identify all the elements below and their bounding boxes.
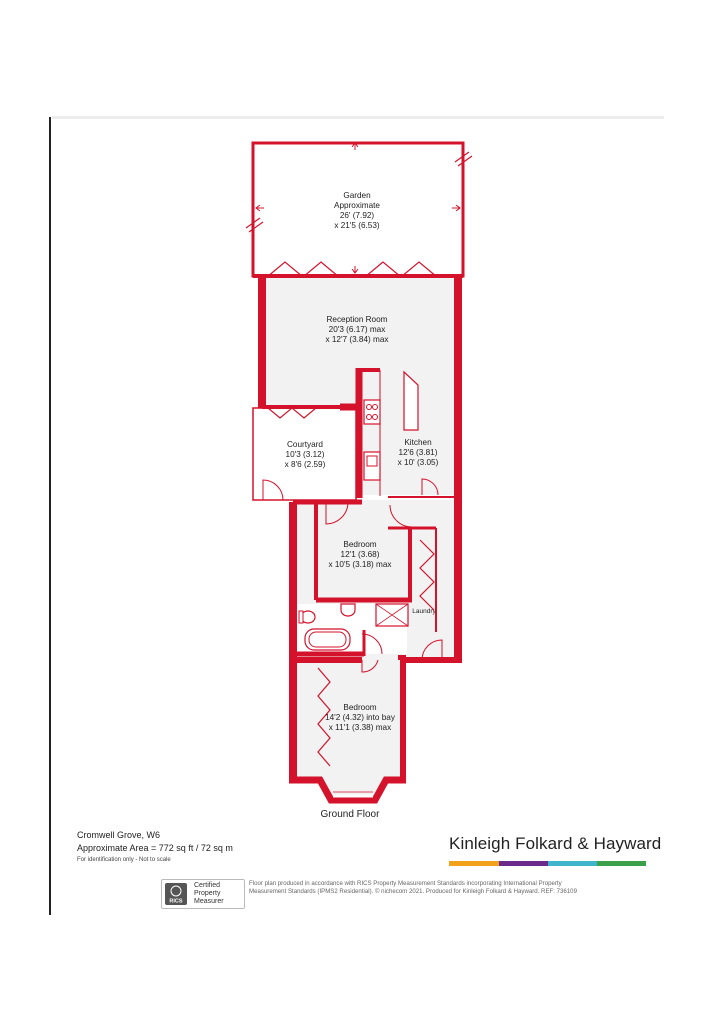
brand-bar-purple [499,861,548,866]
bifold-door-courtyard [267,407,317,419]
rics-logo-text: RICS [169,899,182,905]
bifold-door-right [364,261,438,278]
bathtub-icon [304,628,351,651]
bathroom [297,603,443,661]
approximate-area: Approximate Area = 772 sq ft / 72 sq m [77,843,233,853]
bedroom-two [289,657,406,804]
laundry-cupboard-doors [419,539,435,611]
laundry-label: Laundry [412,608,436,615]
rics-badge: RICS Certified Property Measurer [161,879,245,909]
arrow-left-icon [255,204,264,212]
garden-dimension-2: x 21'5 (6.53) [334,221,380,230]
door-swing-icon [389,504,413,528]
left-divider [49,117,51,915]
bedroom-one-dimension-2: x 10'5 (3.18) max [329,560,392,569]
kitchen-island [403,370,419,431]
hob-icon [363,399,381,425]
door-swing-icon [361,633,383,655]
rics-certification-text: Certified Property Measurer [194,882,224,905]
reception-dimension-1: 20'3 (6.17) max [329,325,386,334]
arrow-up-icon [351,142,359,150]
wardrobe-doors [317,667,331,767]
property-address: Cromwell Grove, W6 [77,830,161,840]
reception-dimension-2: x 12'7 (3.84) max [326,335,389,344]
bedroom-two-dimension-2: x 11'1 (3.38) max [329,723,391,732]
door-swing-icon [262,479,284,501]
bifold-door-left [266,261,340,278]
identification-note: For identification only - Not to scale [77,857,171,863]
bedroom-two-dimension-1: 14'2 (4.32) into bay [325,713,396,722]
rics-footnote: Floor plan produced in accordance with R… [249,880,577,895]
garden-label-line2: Approximate [334,201,380,210]
courtyard-dimension-2: x 8'6 (2.59) [285,460,326,469]
door-swing-icon [325,502,349,525]
arrow-right-icon [452,204,461,212]
garden-dimension-1: 26' (7.92) [340,211,375,220]
kitchen-label: Kitchen [404,438,432,447]
kitchen-dimension-1: 12'6 (3.81) [399,448,438,457]
kitchen-dimension-2: x 10' (3.05) [398,458,439,467]
bedroom-one [314,502,437,632]
basin-icon [340,603,356,617]
garden-area [245,141,473,278]
courtyard-label: Courtyard [287,440,323,449]
bedroom-one-label: Bedroom [343,540,376,549]
agent-brand-name: Kinleigh Folkard & Hayward [449,834,662,853]
brand-bar-green [597,861,646,866]
courtyard-dimension-1: 10'3 (3.12) [286,450,325,459]
top-divider [52,116,664,119]
door-swing-icon [421,478,439,496]
floor-label: Ground Floor [321,809,381,820]
garden-label: Garden [343,191,371,200]
brand-bar-orange [449,861,499,866]
door-swing-icon [361,659,379,673]
break-mark-right [454,151,473,167]
courtyard [252,403,360,501]
arrow-down-icon [351,266,359,274]
rics-logo-icon: RICS [165,883,187,905]
reception-label: Reception Room [327,315,388,324]
door-swing-icon [421,639,443,661]
bedroom-two-label: Bedroom [343,703,376,712]
break-mark-left [245,217,264,233]
bedroom-one-dimension-1: 12'1 (3.68) [341,550,380,559]
brand-bar-cyan [548,861,597,866]
kitchen [355,368,454,498]
